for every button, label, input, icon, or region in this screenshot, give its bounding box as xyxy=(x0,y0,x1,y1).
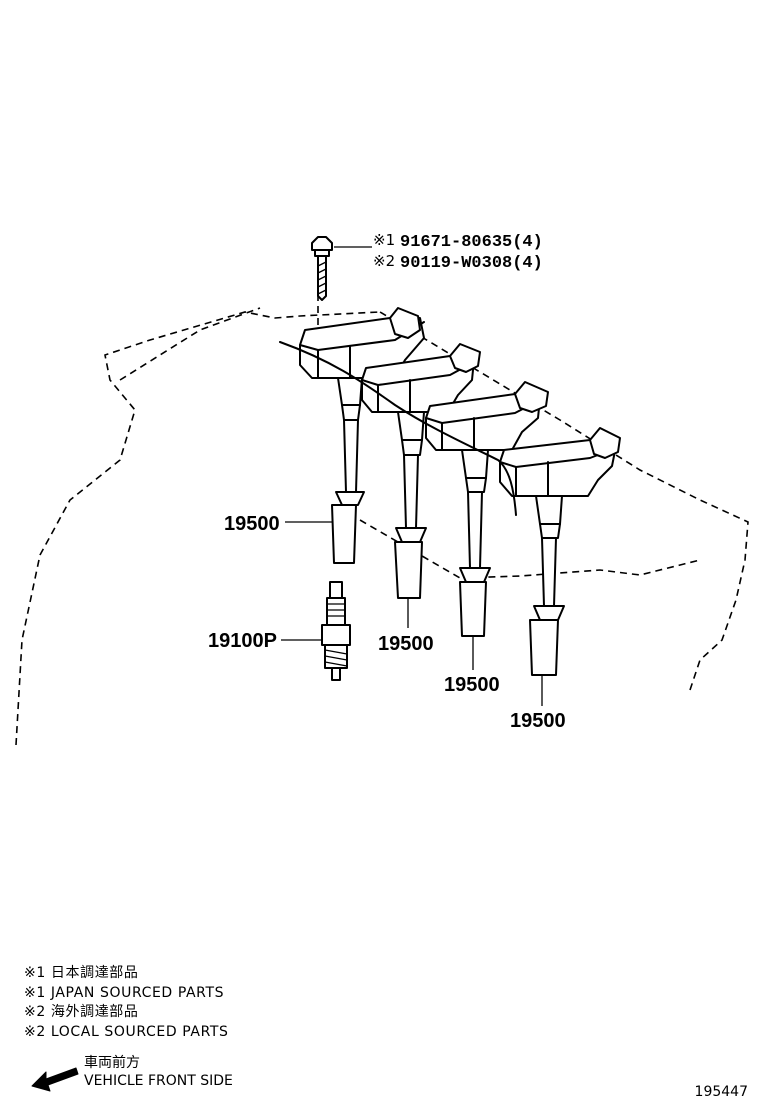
legend-line-2: ※1 JAPAN SOURCED PARTS xyxy=(24,984,225,1001)
legend-line-3: ※2 海外調達部品 xyxy=(24,1004,139,1020)
spark-plug-icon xyxy=(321,581,351,681)
ignition-coil-3 xyxy=(425,381,549,637)
bolt-2-part-number[interactable]: 90119-W0308(4) xyxy=(400,254,543,273)
spark-plug-part-label[interactable]: 19100P xyxy=(208,630,277,652)
bolt-1-part-number[interactable]: 91671-80635(4) xyxy=(400,233,543,252)
illustration-number: 195447 xyxy=(694,1084,748,1100)
coil-3-part-label[interactable]: 19500 xyxy=(444,674,500,696)
legend-line-1: ※1 日本調達部品 xyxy=(24,965,139,981)
ignition-coil-4 xyxy=(499,427,621,676)
sourcing-legend: ※1 日本調達部品 ※1 JAPAN SOURCED PARTS ※2 海外調達… xyxy=(24,964,229,1042)
front-indicator-english: VEHICLE FRONT SIDE xyxy=(84,1073,233,1089)
front-indicator-text: 車両前方 VEHICLE FRONT SIDE xyxy=(84,1054,233,1090)
coil-4-part-label[interactable]: 19500 xyxy=(510,710,566,732)
wire-harness xyxy=(279,341,517,516)
coil-1-part-label[interactable]: 19500 xyxy=(224,513,280,535)
ignition-coil-1 xyxy=(299,307,425,564)
bolt-icon xyxy=(311,236,333,301)
legend-line-4: ※2 LOCAL SOURCED PARTS xyxy=(24,1023,229,1040)
bolt-1-prefix: ※1 xyxy=(373,231,395,249)
bolt-2-prefix: ※2 xyxy=(373,252,395,270)
front-indicator-japanese: 車両前方 xyxy=(84,1055,140,1071)
arrow-left-down-icon xyxy=(31,1067,79,1092)
ignition-coil-2 xyxy=(361,343,481,599)
coil-2-part-label[interactable]: 19500 xyxy=(378,633,434,655)
